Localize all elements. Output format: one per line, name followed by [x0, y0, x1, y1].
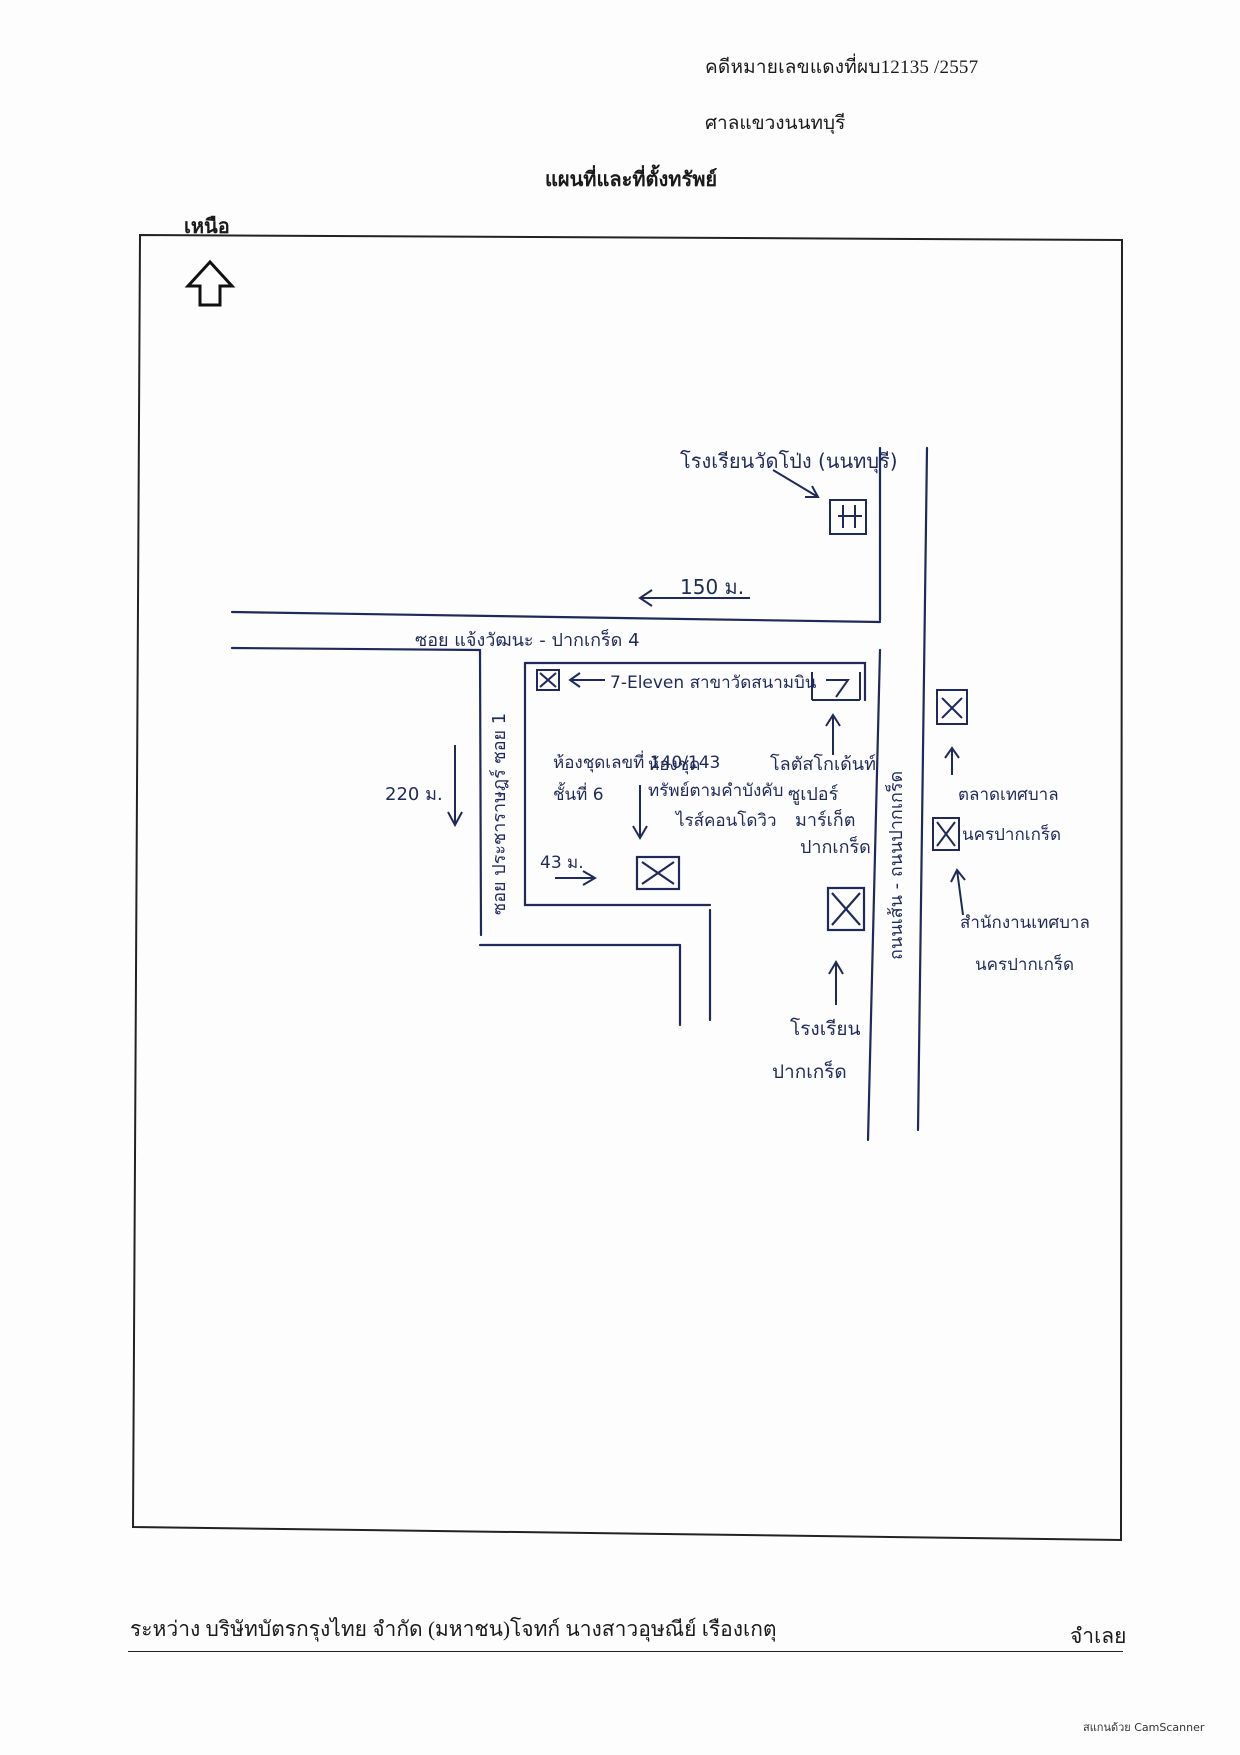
footer-divider [128, 1651, 1123, 1652]
court-name: ศาลแขวงนนทบุรี [705, 113, 846, 134]
label-property-2: ชั้นที่ 6 [553, 782, 604, 805]
arrow-220m [447, 745, 463, 828]
school-watpo-marker [829, 499, 867, 535]
document-title: แผนที่และที่ตั้งทรัพย์ [545, 169, 718, 191]
arrow-to-school-pakkret [828, 960, 844, 1005]
north-label: เหนือ [184, 216, 230, 238]
arrow-to-seven-eleven [568, 672, 605, 688]
municipal-office-marker [932, 817, 960, 851]
label-office-1: สำนักงานเทศบาล [960, 913, 1090, 933]
lotus-marker [811, 672, 861, 701]
label-soi-side: ซอย ประชาราษฎร์ ซอย 1 [489, 713, 510, 915]
label-school-pakkret-2: ปากเกร็ด [772, 1059, 847, 1083]
school-pakkret-marker [826, 886, 866, 932]
label-school-pakkret-1: โรงเรียน [790, 1017, 861, 1040]
arrow-43m [555, 870, 597, 886]
label-seven-eleven: 7-Eleven สาขาวัดสนามบิน [610, 673, 817, 693]
parties-line: ระหว่าง บริษัทบัตรกรุงไทย จำกัด (มหาชน)โ… [130, 1617, 777, 1641]
label-condo-3: ไรส์คอนโดวิว [674, 810, 777, 831]
label-school-watpo: โรงเรียนวัดโป่ง (นนทบุรี) [680, 449, 898, 474]
label-220m: 220 ม. [385, 784, 443, 805]
label-office-2: นครปากเกร็ด [975, 953, 1074, 975]
label-150m: 150 ม. [680, 575, 744, 599]
label-condo-2: ทรัพย์ตามคำบังคับ [648, 781, 783, 801]
defendant-label: จำเลย [1070, 1624, 1127, 1648]
arrow-to-municipal-office [950, 868, 966, 916]
label-43m: 43 ม. [540, 853, 584, 873]
label-condo-1: ห้องชุด [648, 755, 700, 775]
label-lotus-4: ปากเกร็ด [800, 835, 871, 858]
seven-eleven-marker [536, 669, 560, 691]
arrow-down-condo [632, 785, 648, 840]
arrow-150m [638, 589, 750, 607]
arrow-to-lotus [825, 713, 841, 755]
label-lotus-1: โลตัสโกเด้นท์ [770, 753, 876, 775]
property-marker [635, 855, 681, 891]
arrow-to-market [944, 746, 960, 775]
north-arrow-icon [184, 259, 236, 307]
road-lines [230, 446, 929, 1142]
municipal-market-marker [936, 689, 968, 725]
label-property-1: ห้องชุดเลขที่ 140/143 [553, 750, 720, 773]
case-number: คดีหมายเลขแดงที่ผบ12135 /2557 [705, 57, 979, 78]
map-frame [131, 233, 1124, 1542]
label-market-1: ตลาดเทศบาล [958, 785, 1059, 805]
arrow-to-school [772, 469, 820, 498]
label-lotus-2: ซูเปอร์ [788, 784, 839, 805]
label-market-2: นครปากเกร็ด [962, 823, 1061, 845]
scanner-watermark: สแกนด้วย CamScanner [1083, 1721, 1205, 1734]
label-main-road: ถนนเส้น - ถนนปากเกร็ด [884, 771, 907, 960]
label-lotus-3: มาร์เก็ต [795, 808, 855, 831]
label-soi-main: ซอย แจ้งวัฒนะ - ปากเกร็ด 4 [415, 628, 640, 651]
